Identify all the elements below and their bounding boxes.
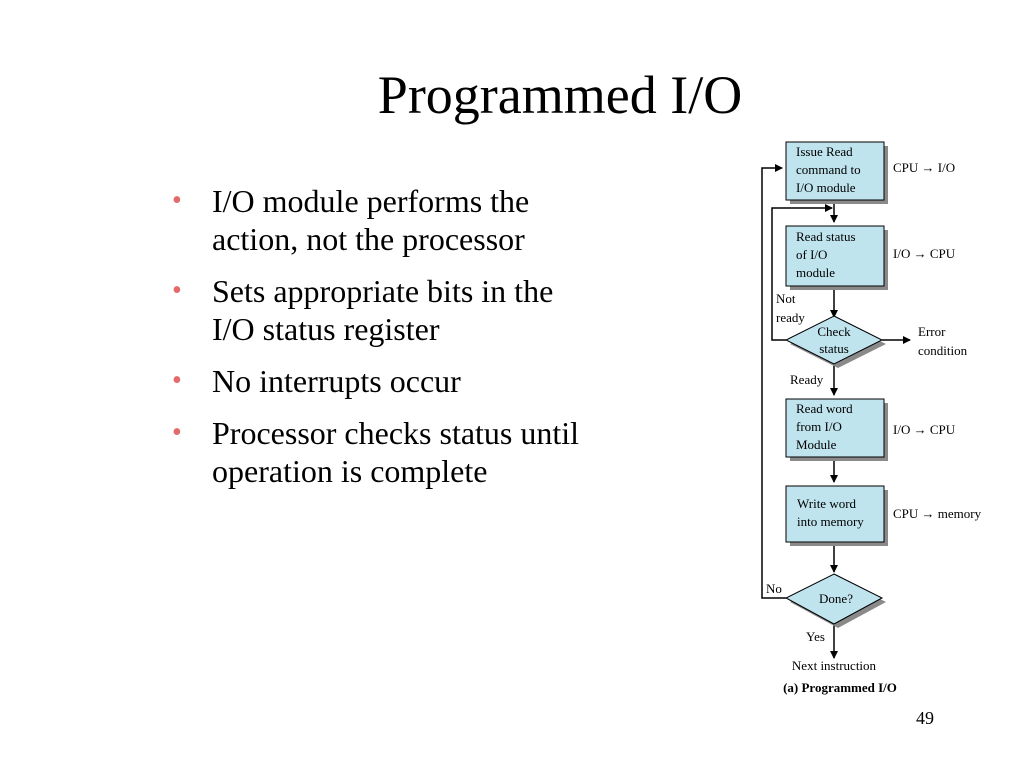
bullet-line: Processor checks status until	[212, 415, 580, 451]
flow-box-write-word: Write word into memory	[785, 485, 888, 546]
bullet-line: Sets appropriate bits in the	[212, 273, 554, 309]
bullet-line: action, not the processor	[212, 221, 525, 257]
bullet-line: I/O module performs the	[212, 183, 530, 219]
box-text: Read word	[796, 401, 853, 416]
flow-decision-check-status: Check status	[784, 315, 886, 368]
box-text: module	[796, 265, 835, 280]
branch-label: No	[766, 581, 782, 596]
box-text: Write word	[797, 496, 857, 511]
bullet-item: • No interrupts occur	[170, 362, 690, 400]
bullet-item: • I/O module performs the action, not th…	[170, 182, 690, 258]
bullet-item: • Sets appropriate bits in the I/O statu…	[170, 272, 690, 348]
box-text: I/O module	[796, 180, 856, 195]
bullet-dot-icon: •	[172, 185, 182, 216]
bullet-line: I/O status register	[212, 311, 440, 347]
bullet-line: operation is complete	[212, 453, 488, 489]
transfer-label: CPU → I/O	[893, 160, 955, 175]
page-number: 49	[916, 708, 934, 728]
bullet-item: • Processor checks status until operatio…	[170, 414, 690, 490]
arrow-not-ready-loop	[771, 204, 833, 341]
flow-connectors	[761, 164, 911, 659]
transfer-label: I/O → CPU	[893, 246, 956, 261]
box-text: Module	[796, 437, 837, 452]
box-text: of I/O	[796, 247, 827, 262]
flow-box-read-status: Read status of I/O module	[785, 225, 888, 290]
bullet-dot-icon: •	[172, 417, 182, 448]
branch-label: Not	[776, 291, 796, 306]
bullet-dot-icon: •	[172, 275, 182, 306]
bullet-dot-icon: •	[172, 365, 182, 396]
box-text: into memory	[797, 514, 864, 529]
decision-text: status	[819, 341, 849, 356]
branch-label: Ready	[790, 372, 824, 387]
box-text: from I/O	[796, 419, 842, 434]
box-text: Issue Read	[796, 144, 853, 159]
flow-box-issue-read: Issue Read command to I/O module	[785, 141, 888, 204]
flow-box-read-word: Read word from I/O Module	[785, 398, 888, 461]
branch-label: ready	[776, 310, 805, 325]
flow-decision-done: Done?	[784, 573, 886, 628]
next-instruction-label: Next instruction	[792, 658, 877, 673]
box-text: command to	[796, 162, 861, 177]
branch-label: Error	[918, 324, 946, 339]
branch-label: Yes	[806, 629, 825, 644]
bullet-list: • I/O module performs the action, not th…	[170, 182, 690, 504]
decision-text: Check	[817, 324, 851, 339]
transfer-label: CPU → memory	[893, 506, 982, 521]
arrow-no-loop	[761, 164, 786, 599]
branch-label: condition	[918, 343, 968, 358]
transfer-label: I/O → CPU	[893, 422, 956, 437]
decision-text: Done?	[819, 591, 853, 606]
slide-title: Programmed I/O	[377, 65, 743, 125]
box-text: Read status	[796, 229, 856, 244]
figure-caption: (a) Programmed I/O	[783, 680, 897, 695]
bullet-line: No interrupts occur	[212, 363, 461, 399]
